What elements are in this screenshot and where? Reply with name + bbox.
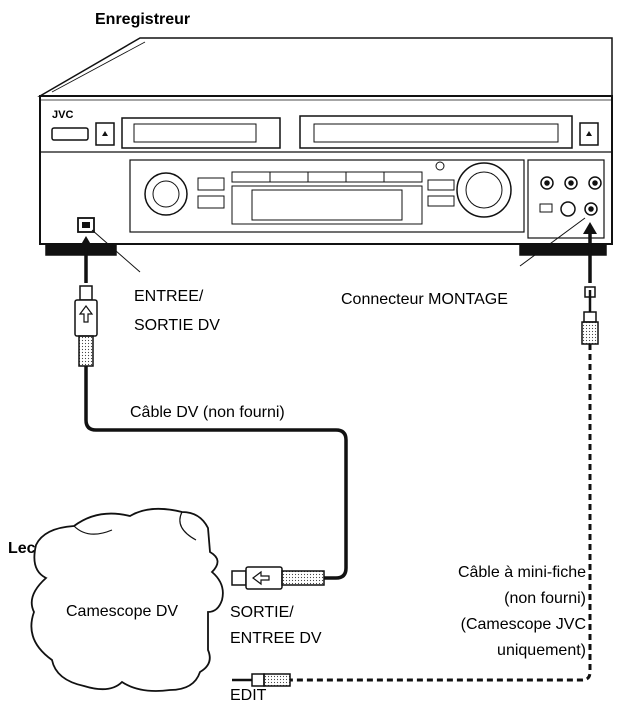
- recorder-dv-port-label-line2: SORTIE DV: [134, 317, 220, 334]
- vcr-top-surface: [37, 37, 613, 97]
- dv-port-callout: [91, 229, 141, 273]
- vcr-recorder: [37, 37, 613, 256]
- svg-text:uniquement): uniquement): [497, 642, 586, 659]
- svg-text:Câble à mini-fiche: Câble à mini-fiche: [458, 564, 586, 581]
- dv-cable: [84, 366, 348, 580]
- front-input-block: [527, 159, 605, 239]
- player-dv-port-label-line2: ENTREE DV: [230, 630, 322, 647]
- edit-connector-callout: [519, 217, 586, 267]
- recorder-dv-port: [77, 217, 95, 233]
- dv-cable-plug-top: [74, 285, 98, 367]
- eject-button-right: [579, 122, 599, 146]
- recorder-dv-port-label-line1: ENTREE/: [134, 288, 204, 305]
- mini-plug-cable: [290, 344, 592, 682]
- cassette-slot-right: [299, 115, 573, 149]
- control-panel: [129, 159, 525, 233]
- dv-cable-plug-bottom: [231, 566, 325, 590]
- shuttle-knob: [456, 162, 512, 218]
- vcr-foot-left: [45, 243, 117, 256]
- edit-plug-arrow: [583, 222, 597, 283]
- svg-text:(Camescope JVC: (Camescope JVC: [461, 616, 586, 633]
- jog-dial-left: [144, 172, 188, 216]
- mini-plug-bottom: [232, 673, 291, 687]
- dv-cable-label: Câble DV (non fourni): [130, 404, 285, 421]
- vcr-front-panel: [39, 95, 613, 245]
- power-button: [51, 127, 89, 141]
- cassette-slot-left: [121, 117, 281, 149]
- camcorder-label: Camescope DV: [66, 603, 178, 620]
- mini-plug-top: [581, 286, 599, 345]
- edit-connector-label: Connecteur MONTAGE: [341, 291, 508, 308]
- eject-button-left: [95, 122, 115, 146]
- camcorder-outline: [30, 507, 224, 692]
- recorder-title: Enregistreur: [95, 11, 190, 28]
- brand-logo: JVC: [52, 109, 73, 121]
- dv-plug-arrow: [79, 236, 93, 283]
- display-window: [231, 185, 423, 225]
- edit-jack-label: EDIT: [230, 687, 267, 704]
- player-dv-port-label-line1: SORTIE/: [230, 604, 294, 621]
- mini-plug-cable-label: Câble à mini-fiche (non fourni) (Camesco…: [458, 564, 586, 659]
- svg-text:(non fourni): (non fourni): [504, 590, 586, 607]
- vcr-foot-right: [519, 243, 607, 256]
